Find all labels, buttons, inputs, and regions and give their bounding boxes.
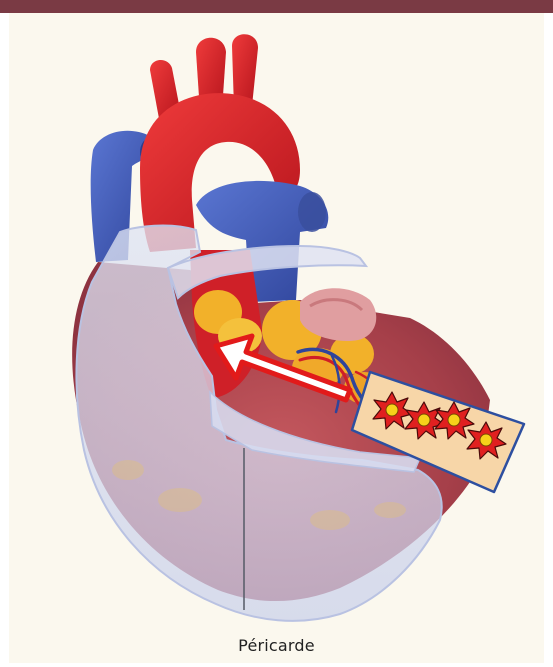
pericardium-label: Péricarde xyxy=(0,636,553,655)
pulmonary-opening xyxy=(298,192,326,232)
